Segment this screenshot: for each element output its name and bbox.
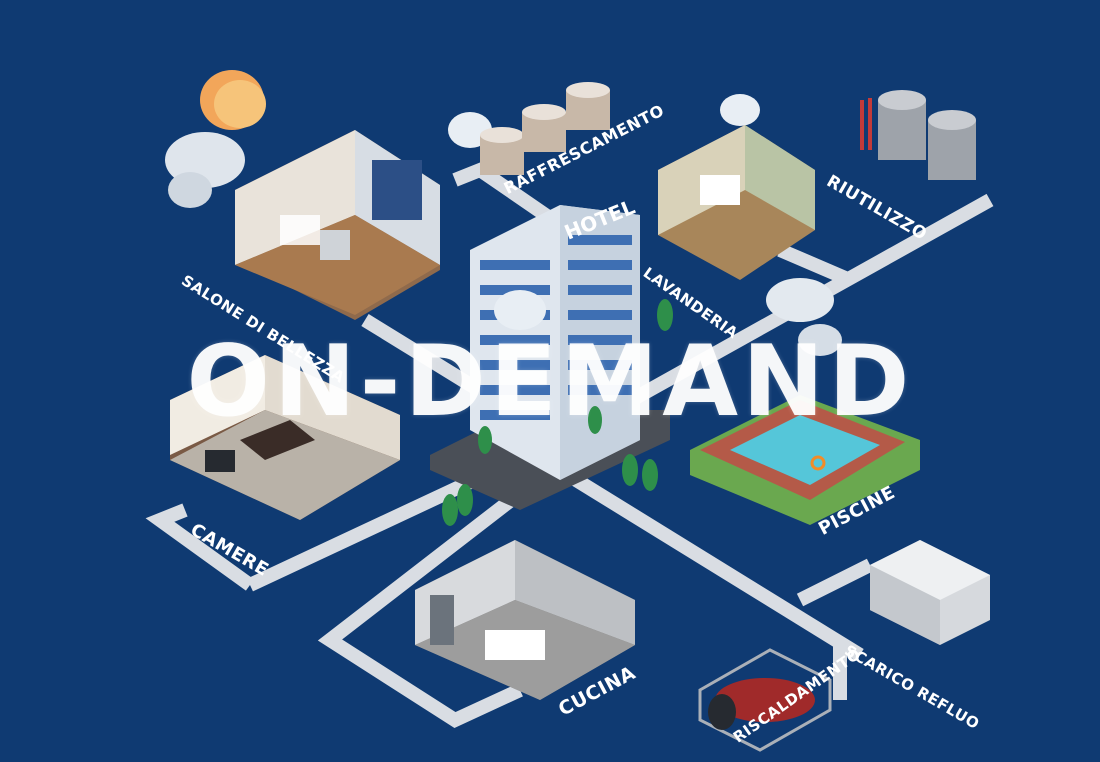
reuse-tanks [860,90,976,180]
pipe-scarico-branch [796,558,874,607]
headline: ON-DEMAND [186,325,914,439]
laundry-room [658,94,815,280]
pool-area [690,395,920,525]
beauty-salon-room [235,130,440,320]
kitchen-room [415,540,635,700]
heating-tank [698,648,832,752]
guest-room [170,355,400,520]
wastewater-unit [870,540,990,645]
pipe-scarico [556,464,864,661]
pipe-camere [145,503,255,591]
cloud-icon [766,278,842,356]
pipe-cucina [317,464,555,728]
cooling-tanks [448,82,610,175]
hotel-building [430,205,670,510]
sun-cloud-icon [165,70,266,208]
pipe-lavanderia [777,243,853,287]
